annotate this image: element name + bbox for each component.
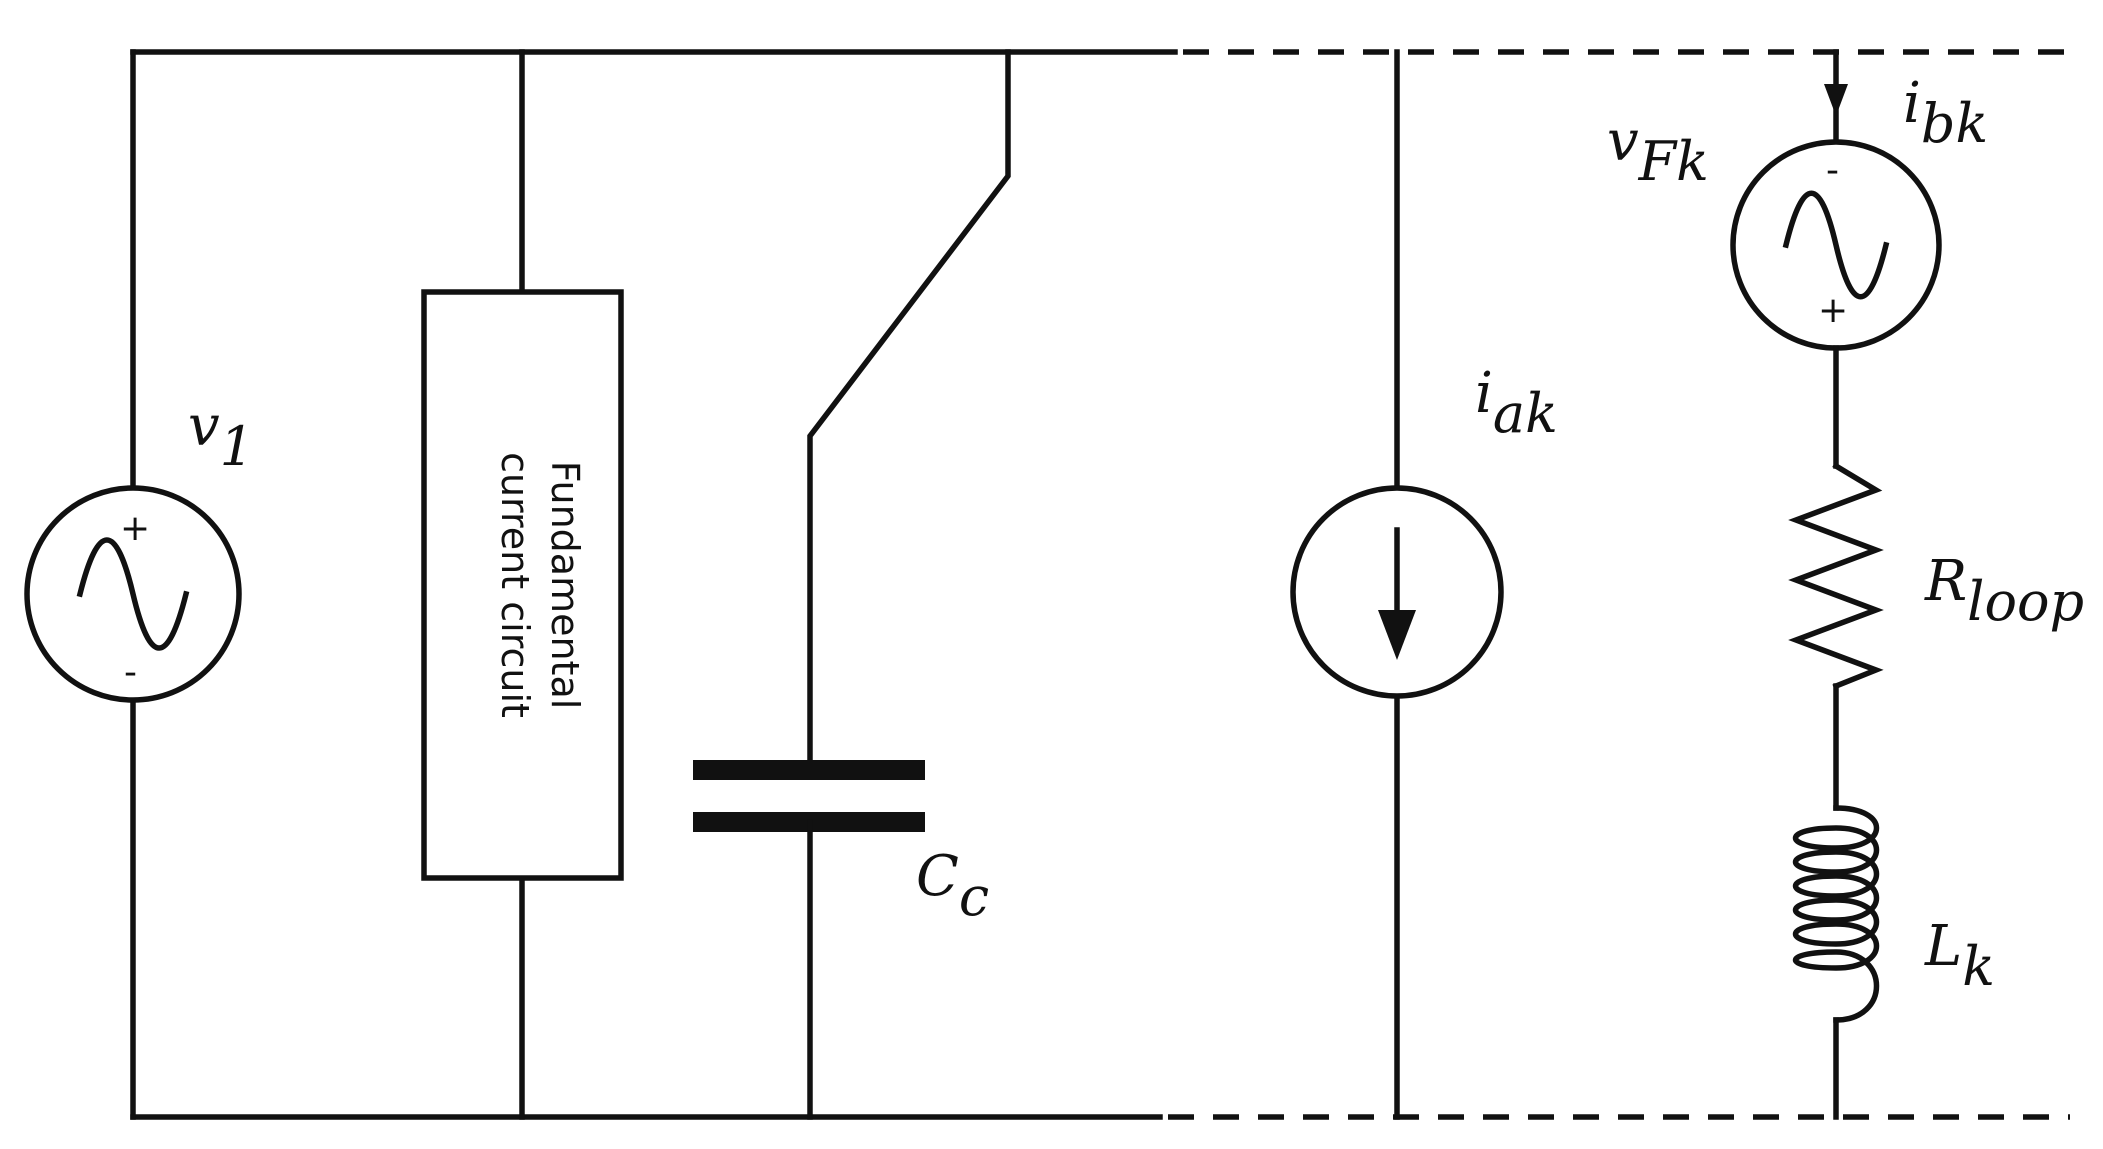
sine-wave-icon [76,537,190,651]
v1-plus-sign: + [120,508,150,549]
sine-wave-icon [1782,190,1890,300]
resistor-rloop [1788,462,1884,690]
label-lk: Lk [1924,914,1995,998]
label-iak: iak [1475,361,1558,445]
fundamental-current-circuit-block: Fundamental current circuit [421,49,624,1120]
down-arrow-icon [1378,527,1416,660]
voltage-source-v1: + - [24,49,242,1120]
current-arrow-ibk-icon [1824,84,1848,116]
label-ibk: ibk [1903,71,1988,155]
right-branch: - + [1730,49,1942,1120]
label-vfk: vFk [1607,109,1709,193]
voltage-source-vfk: - + [1730,139,1942,351]
block-label-line2: current circuit [493,452,537,718]
current-source-iak [1290,49,1504,1120]
label-v1: v1 [188,394,254,478]
label-cc: Cc [916,844,989,928]
v1-minus-sign: - [124,652,137,693]
vfk-minus-sign: - [1826,150,1839,191]
switch [807,49,1011,773]
capacitor-cc [693,760,925,1120]
vfk-plus-sign: + [1818,290,1848,331]
block-label-line1: Fundamental [543,461,587,710]
label-rloop: Rloop [1924,549,2084,633]
inductor-lk [1792,805,1880,1023]
